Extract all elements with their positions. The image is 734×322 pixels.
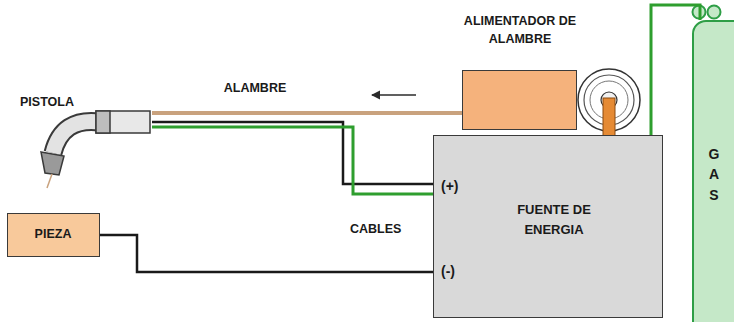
wire-tip	[47, 174, 52, 188]
welding-wire	[152, 111, 462, 115]
power-source-title: FUENTE DE ENERGIA	[494, 200, 614, 239]
terminal-label: (-)	[441, 263, 481, 280]
wire-feeder: ALIMENTADOR DE ALAMBRE	[455, 8, 585, 132]
gun-neck-outline	[53, 121, 100, 153]
gun-illustration	[20, 95, 152, 190]
power-source-box: (+) FUENTE DE ENERGIA (-)	[433, 135, 663, 318]
feed-arrow	[372, 94, 416, 95]
gas-hose-cable	[152, 127, 433, 194]
ground-cable	[100, 235, 433, 272]
gun-neck	[53, 121, 100, 153]
workpiece-label: PIEZA	[35, 227, 72, 242]
welding-gun: PISTOLA	[20, 95, 152, 190]
gun-collar	[96, 111, 110, 133]
gas-label: G A S	[707, 144, 721, 205]
gun-nozzle	[41, 152, 64, 175]
gun-handle	[96, 111, 150, 133]
gas-cylinder: G A S	[692, 20, 734, 322]
gun-label: PISTOLA	[20, 95, 120, 110]
workpiece-box: PIEZA	[7, 213, 100, 257]
terminal-label: (+)	[441, 178, 481, 195]
cables-label: CABLES	[350, 222, 401, 236]
feeder-heading: ALIMENTADOR DE ALAMBRE	[455, 12, 585, 48]
gas-valve	[693, 6, 721, 19]
power-cable	[152, 122, 433, 184]
feeder-box	[462, 70, 577, 130]
edge-label: ALAMBRE	[224, 81, 287, 95]
